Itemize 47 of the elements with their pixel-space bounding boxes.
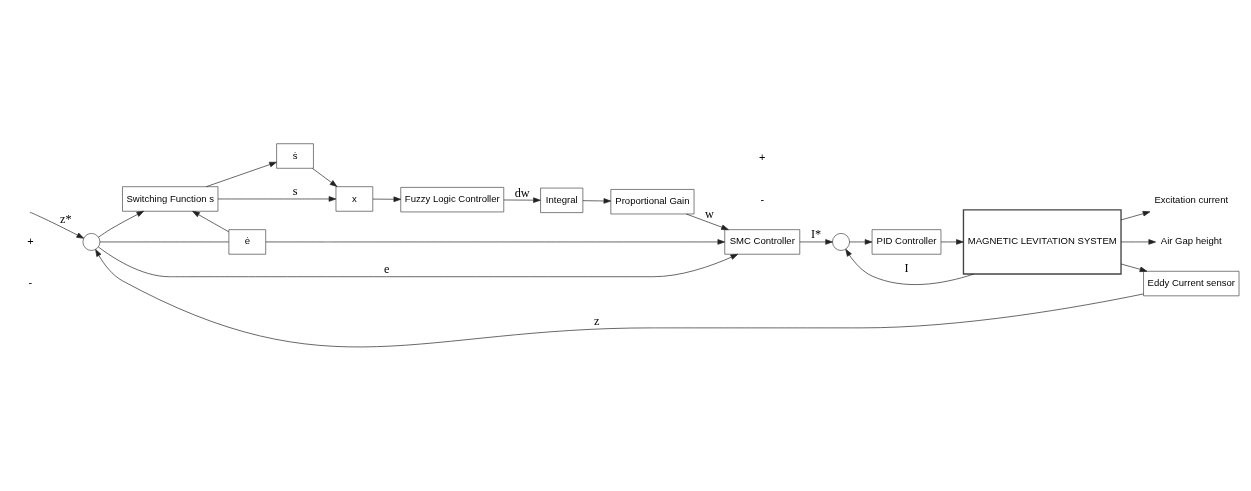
arrow — [98, 210, 145, 238]
node-box: ė — [228, 229, 267, 255]
arrow — [95, 249, 1144, 347]
arrow — [1120, 211, 1151, 221]
arrow — [30, 212, 84, 239]
edge-label: I* — [811, 227, 822, 242]
edge-label: z — [594, 313, 600, 328]
arrow — [503, 197, 541, 203]
arrow — [372, 196, 402, 202]
arrow — [799, 239, 833, 245]
label: - — [28, 276, 33, 289]
node-box: Eddy Current sensor — [1143, 270, 1240, 297]
edge-label: z* — [60, 212, 72, 227]
edge-label: I — [904, 261, 909, 276]
node-circle — [832, 233, 850, 251]
label: - — [760, 192, 765, 205]
edge-label: w — [704, 207, 714, 222]
arrow — [265, 239, 725, 245]
arrow — [98, 246, 739, 278]
arrow — [1120, 263, 1148, 273]
node-box: ṡ — [276, 143, 314, 169]
arrow — [582, 198, 612, 204]
node-box: x — [335, 186, 374, 212]
arrow — [1120, 239, 1156, 245]
arrow — [849, 239, 873, 245]
node-box: PID Controller — [871, 229, 942, 255]
arrow — [217, 196, 337, 202]
edge-label: e — [384, 261, 390, 276]
node-circle — [82, 233, 101, 251]
arrow — [685, 213, 729, 230]
node-box: Integral — [540, 187, 584, 213]
label: + — [27, 234, 34, 247]
arrow — [192, 210, 230, 233]
node-box: Fuzzy Logic Controller — [400, 187, 505, 213]
edge-label: dw — [514, 185, 530, 200]
arrow — [940, 239, 964, 245]
node-box: Switching Function s — [122, 186, 219, 212]
label: + — [759, 151, 766, 164]
node-box: Proportional Gain — [610, 189, 695, 215]
node-box: SMC Controller — [724, 229, 801, 255]
arrow — [205, 161, 277, 187]
arrow — [312, 168, 338, 187]
node-text: Excitation current — [1154, 193, 1229, 205]
node-text: Air Gap height — [1160, 235, 1222, 247]
arrow — [845, 249, 975, 285]
edge-label: s — [292, 184, 298, 199]
node-box: MAGNETIC LEVITATION SYSTEM — [962, 209, 1122, 275]
